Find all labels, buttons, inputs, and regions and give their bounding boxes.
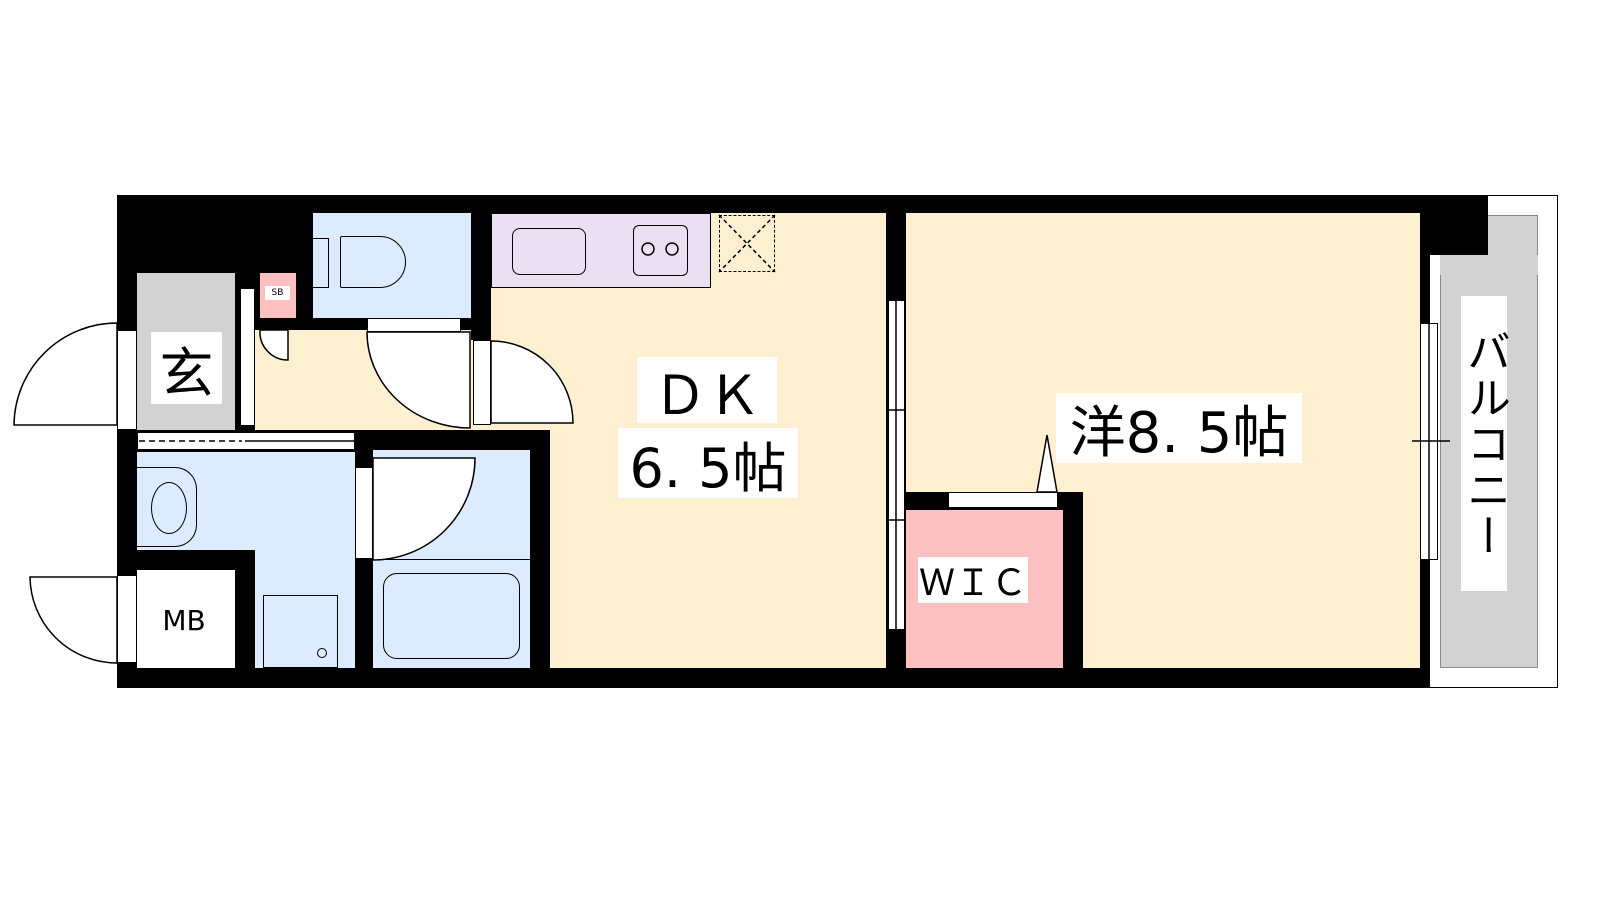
wic-label: ＷＩＣ: [918, 557, 1028, 604]
wic-door-pointer: [1036, 434, 1058, 493]
bathtub: [383, 573, 520, 659]
balcony-corner-wall-2: [1420, 195, 1488, 255]
meter-box-label: MB: [145, 600, 223, 640]
balcony-label: バルコニー: [1459, 296, 1510, 591]
washbasin: [137, 467, 197, 547]
drain: [317, 648, 327, 658]
refrigerator-space: [719, 215, 775, 272]
toilet-door-swing: [366, 331, 471, 429]
dk-name-label: ＤＫ: [637, 357, 777, 427]
sink: [512, 228, 586, 275]
entrance-door-swing: [13, 322, 118, 426]
shoe-box-label: SB: [265, 286, 290, 300]
sb-door-swing: [259, 329, 289, 361]
balcony-top: [1440, 255, 1538, 275]
entrance-label: 玄: [151, 332, 222, 405]
bath-divider: [373, 559, 530, 560]
washbasin-bowl: [151, 482, 187, 534]
shoe-cabinet: [240, 288, 255, 426]
dk-size-label: 6. 5帖: [618, 428, 798, 500]
mb-door-arc: [29, 576, 118, 664]
toilet-tank: [313, 238, 329, 288]
western-room-label: 洋8. 5帖: [1056, 393, 1302, 466]
dk-door-swing: [490, 340, 574, 424]
toilet-bowl: [340, 236, 406, 288]
wic-door[interactable]: [948, 492, 1058, 508]
stove: [633, 225, 688, 276]
washing-machine: [263, 595, 338, 668]
bath-door-swing: [372, 457, 476, 561]
